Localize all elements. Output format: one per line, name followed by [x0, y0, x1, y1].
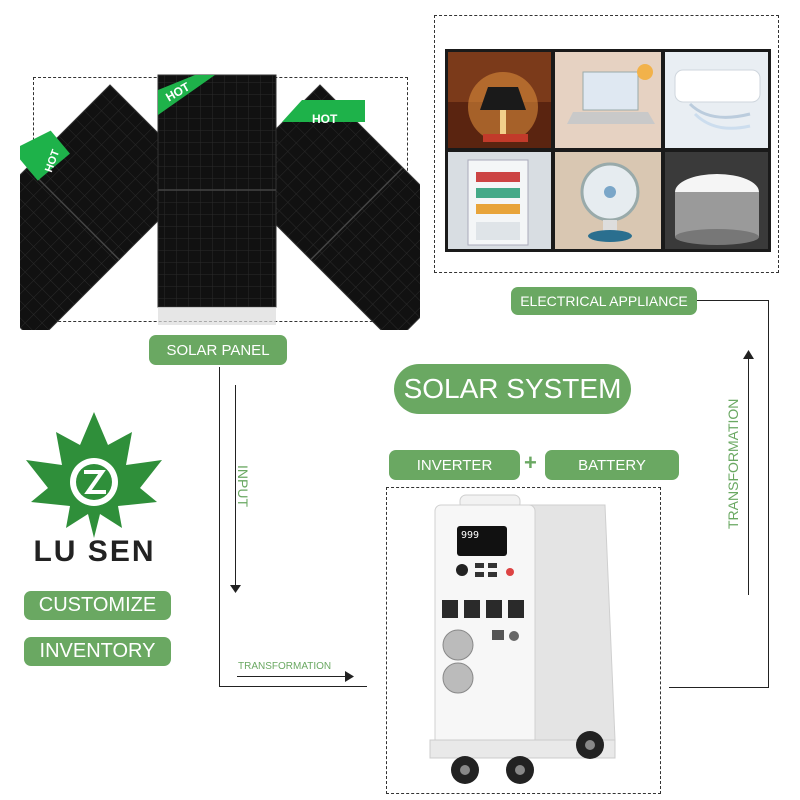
solar-panel-label: SOLAR PANEL	[149, 335, 287, 365]
solar-system-title: SOLAR SYSTEM	[394, 364, 631, 414]
power-station-image	[429, 494, 616, 784]
appliance-photo-grid	[445, 49, 771, 252]
input-arrow-line	[235, 385, 236, 590]
input-arrow-head	[230, 585, 241, 593]
transformation-arrow-head-right	[743, 350, 754, 359]
appliance-frame	[434, 15, 779, 273]
appliance-label: ELECTRICAL APPLIANCE	[511, 287, 697, 315]
input-label: INPUT	[235, 465, 251, 507]
flow-line-left-vertical	[219, 367, 220, 687]
inverter-label: INVERTER	[389, 450, 520, 480]
display-readout: 999	[461, 530, 480, 541]
power-station-frame	[386, 487, 661, 794]
refrigerator-photo	[448, 152, 551, 249]
lamp-photo	[448, 52, 551, 148]
solar-panel-image	[20, 74, 420, 330]
customize-badge: CUSTOMIZE	[24, 591, 171, 620]
transformation-arrow-head-bottom	[345, 671, 354, 682]
flow-line-right-top	[697, 300, 769, 301]
transformation-label-bottom: TRANSFORMATION	[238, 661, 332, 672]
fan-photo	[555, 152, 661, 249]
flow-line-bottom-horizontal	[219, 686, 367, 687]
hot-tag-right: HOT	[312, 112, 338, 126]
inventory-badge: INVENTORY	[24, 637, 171, 666]
battery-label: BATTERY	[545, 450, 679, 480]
laptop-photo	[555, 52, 661, 148]
air-conditioner-photo	[665, 52, 768, 148]
flow-line-right-vertical	[768, 300, 769, 688]
maple-leaf-logo	[26, 412, 162, 538]
transformation-label-right: TRANSFORMATION	[725, 398, 741, 529]
plus-sign: +	[524, 450, 537, 475]
rice-cooker-photo	[665, 152, 768, 249]
transformation-arrow-line-right	[748, 358, 749, 595]
transformation-arrow-line-bottom	[237, 676, 347, 677]
flow-line-right-bottom	[669, 687, 769, 688]
brand-name: LU SEN	[33, 535, 156, 568]
